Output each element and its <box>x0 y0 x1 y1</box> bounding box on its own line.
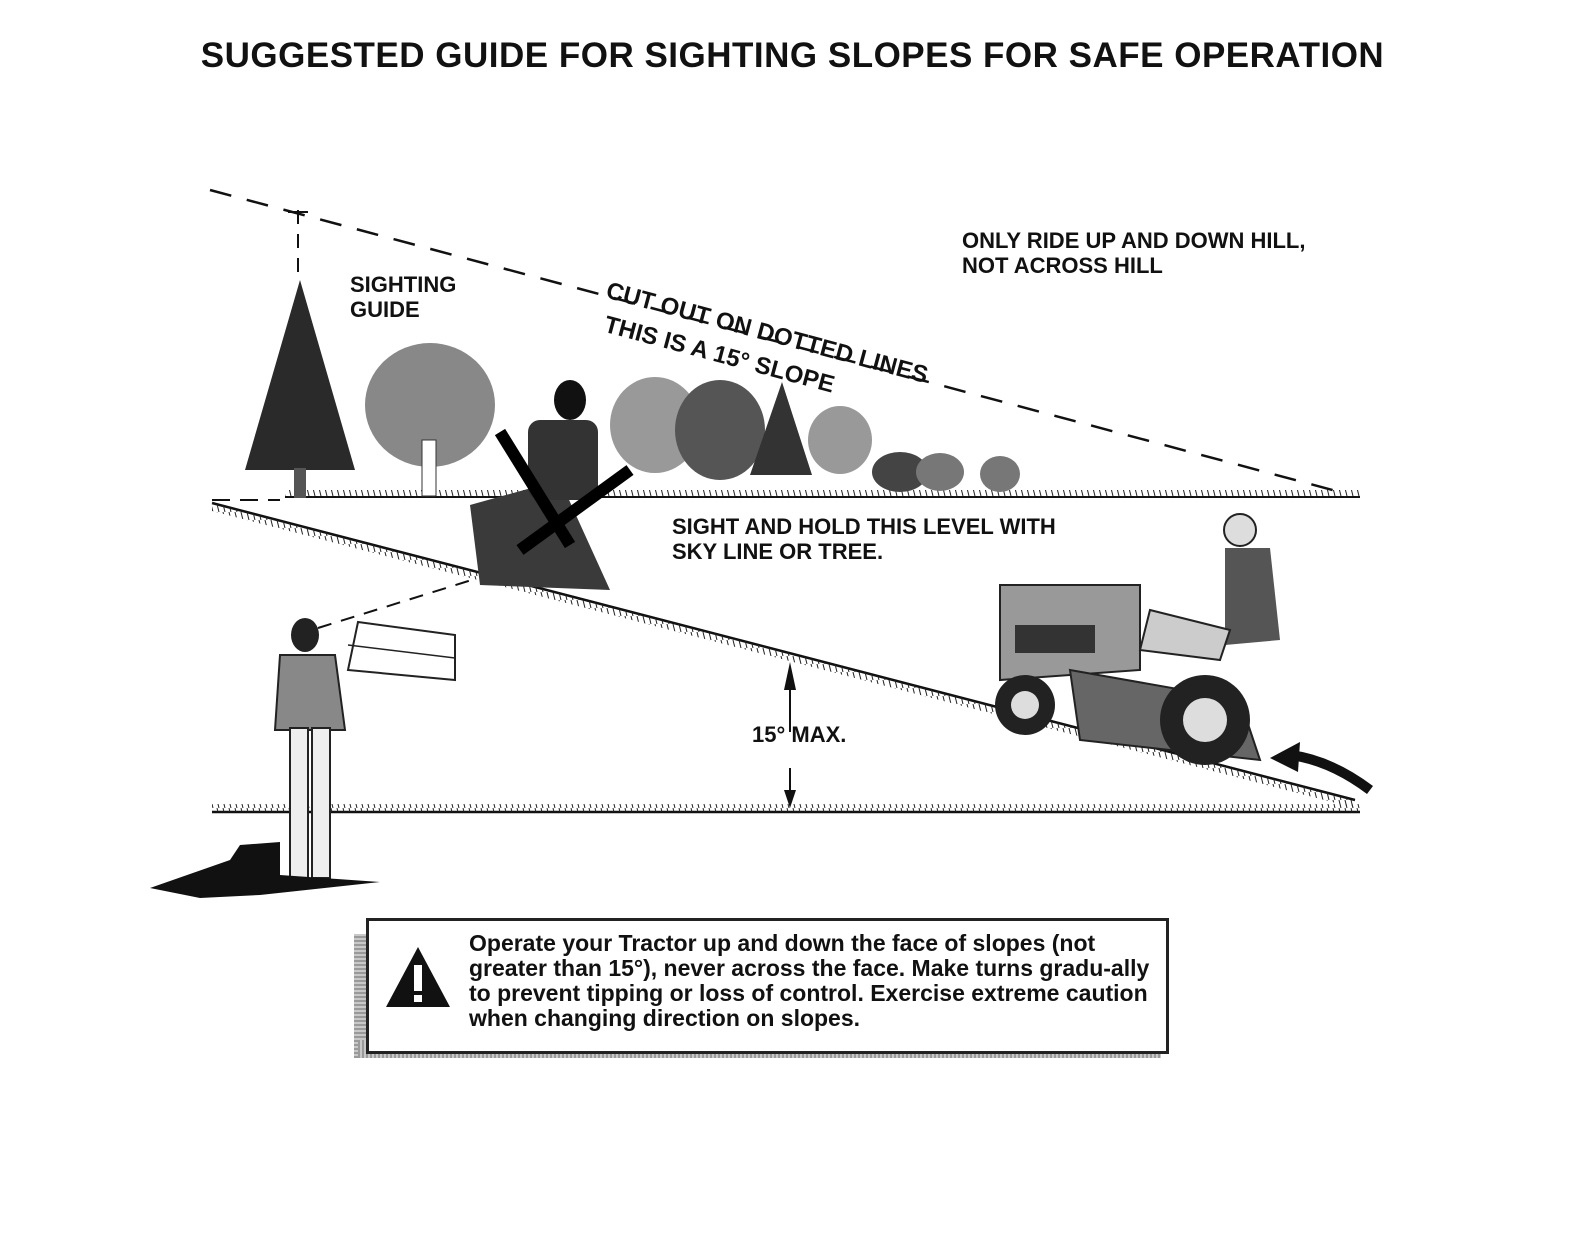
sighting-guide-label: SIGHTING GUIDE <box>350 272 457 322</box>
warning-shadow-left <box>354 934 366 1058</box>
warning-triangle-icon <box>386 947 450 1007</box>
tipping-tractor-figure <box>470 380 634 590</box>
warning-text: Operate your Tractor up and down the fac… <box>469 930 1150 1031</box>
warning-box: Operate your Tractor up and down the fac… <box>366 918 1169 1054</box>
page-title: SUGGESTED GUIDE FOR SIGHTING SLOPES FOR … <box>200 36 1385 75</box>
ride-instruction-label: ONLY RIDE UP AND DOWN HILL, NOT ACROSS H… <box>962 228 1306 278</box>
pine-tree <box>245 280 355 498</box>
person-figure <box>150 618 456 898</box>
tree-group <box>610 377 1020 492</box>
max-angle-label: 15° MAX. <box>752 722 847 747</box>
tractor-operator-figure <box>995 513 1280 765</box>
deciduous-tree <box>365 343 495 497</box>
uphill-arrow <box>1289 750 1373 795</box>
sight-hold-label: SIGHT AND HOLD THIS LEVEL WITH SKY LINE … <box>672 514 1056 564</box>
sighting-dashed-line <box>209 188 1341 494</box>
